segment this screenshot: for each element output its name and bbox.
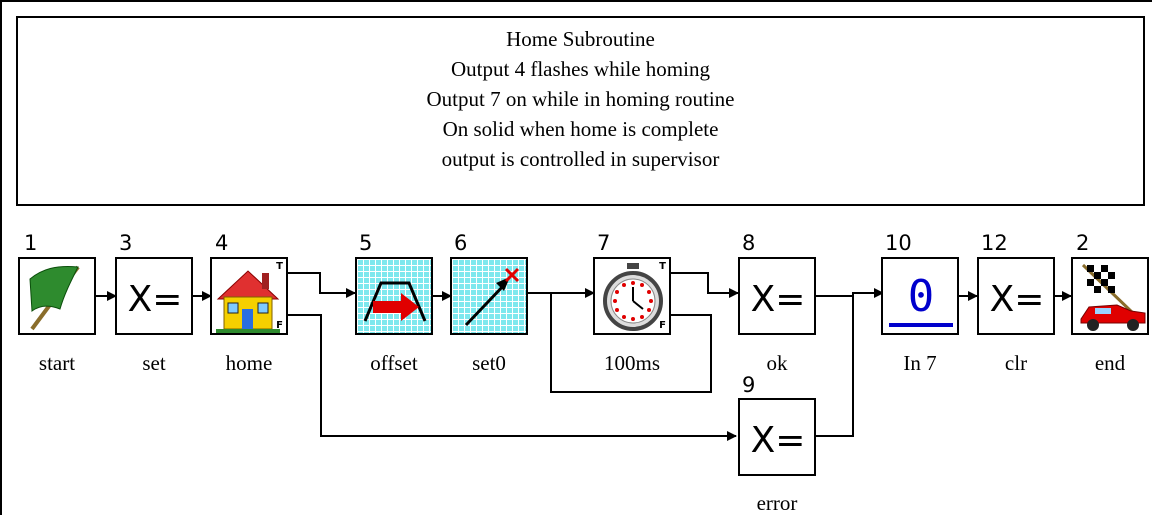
block-label-100ms: 100ms <box>593 352 671 374</box>
block-number-ok: 8 <box>742 232 755 254</box>
block-clr[interactable]: X= <box>977 257 1055 335</box>
block-100ms[interactable]: T F <box>593 257 671 335</box>
assign-icon: X= <box>740 259 816 335</box>
set-position-icon <box>452 259 528 335</box>
block-home[interactable]: T F <box>210 257 288 335</box>
block-number-clr: 12 <box>981 232 1008 254</box>
svg-text:X=: X= <box>751 420 806 461</box>
block-label-in7: In 7 <box>881 352 959 374</box>
assign-icon: X= <box>117 259 193 335</box>
block-label-set0: set0 <box>450 352 528 374</box>
block-number-home: 4 <box>215 232 228 254</box>
block-set0[interactable] <box>450 257 528 335</box>
block-label-start: start <box>18 352 96 374</box>
block-in7[interactable]: 0 <box>881 257 959 335</box>
block-label-set: set <box>115 352 193 374</box>
block-label-clr: clr <box>977 352 1055 374</box>
block-label-error: error <box>738 492 816 514</box>
block-number-set: 3 <box>119 232 132 254</box>
block-ok[interactable]: X= <box>738 257 816 335</box>
wire-error-in7 <box>815 296 853 436</box>
block-number-end: 2 <box>1076 232 1089 254</box>
block-error[interactable]: X= <box>738 398 816 476</box>
block-start[interactable] <box>18 257 96 335</box>
wire-timer-ok-true <box>671 273 738 293</box>
wire-home-offset-true <box>288 273 355 293</box>
assign-icon: X= <box>740 400 816 476</box>
block-label-offset: offset <box>355 352 433 374</box>
block-set[interactable]: X= <box>115 257 193 335</box>
input-zero-icon: 0 <box>883 259 959 335</box>
block-number-in7: 10 <box>885 232 912 254</box>
block-end[interactable] <box>1071 257 1149 335</box>
false-branch-mark: F <box>276 320 283 331</box>
block-number-set0: 6 <box>454 232 467 254</box>
svg-text:X=: X= <box>990 279 1045 320</box>
svg-text:0: 0 <box>908 271 935 322</box>
checkered-flag-car-icon <box>1073 259 1149 335</box>
block-label-ok: ok <box>738 352 816 374</box>
green-flag-icon <box>20 259 96 335</box>
block-number-start: 1 <box>24 232 37 254</box>
true-branch-mark: T <box>276 261 283 272</box>
block-number-offset: 5 <box>359 232 372 254</box>
move-profile-icon <box>357 259 433 335</box>
svg-text:X=: X= <box>128 279 183 320</box>
svg-text:X=: X= <box>751 279 806 320</box>
block-number-error: 9 <box>742 374 755 396</box>
block-number-100ms: 7 <box>597 232 610 254</box>
block-label-home: home <box>210 352 288 374</box>
assign-icon: X= <box>979 259 1055 335</box>
true-branch-mark: T <box>659 261 666 272</box>
false-branch-mark: F <box>659 320 666 331</box>
block-offset[interactable] <box>355 257 433 335</box>
wire-ok-in7 <box>815 293 883 296</box>
block-label-end: end <box>1071 352 1149 374</box>
